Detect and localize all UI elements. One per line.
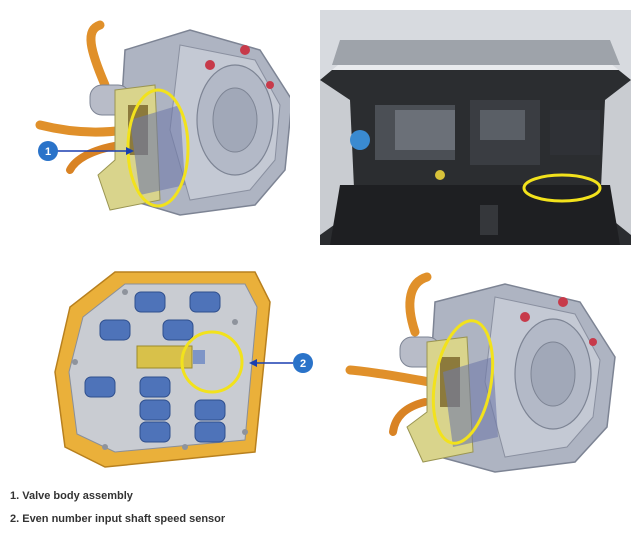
transmission-image-bottom-right [335, 262, 625, 487]
callout-2-number: 2 [300, 358, 306, 370]
engine-bay-photo [320, 10, 631, 245]
callout-1-arrowhead [126, 147, 134, 155]
callout-1-number: 1 [45, 146, 51, 158]
transmission-image-top-left: 1 [30, 10, 290, 225]
callout-2-arrowhead [249, 359, 257, 367]
legend: 1. Valve body assembly 2. Even number in… [10, 490, 225, 536]
callout-1-badge [38, 141, 58, 161]
callout-2-badge [293, 353, 313, 373]
valve-body-image: 2 [45, 262, 320, 478]
legend-item-1: 1. Valve body assembly [10, 490, 133, 502]
legend-item-2: 2. Even number input shaft speed sensor [10, 513, 226, 525]
